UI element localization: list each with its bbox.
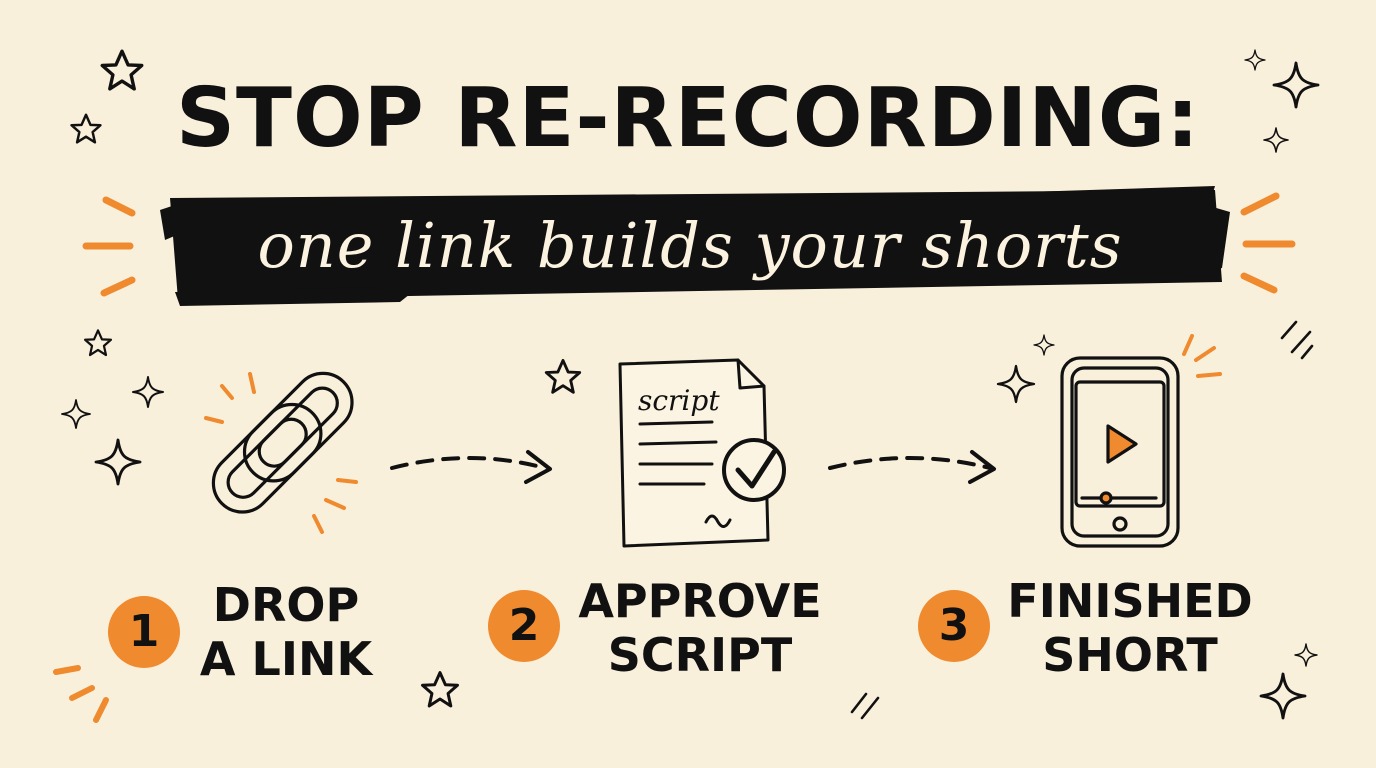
document-script-word: script xyxy=(638,384,720,417)
sparkle-icon xyxy=(1294,643,1318,667)
script-document-icon: script xyxy=(618,358,786,548)
sparkle-icon xyxy=(1033,334,1055,356)
page-title: STOP RE-RECORDING: xyxy=(175,71,1201,166)
phone-video-icon xyxy=(1060,334,1222,548)
sparkle-icon xyxy=(1259,672,1307,720)
star-icon xyxy=(544,358,582,394)
step-number-badge-3: 3 xyxy=(918,590,990,662)
step-number-badge-1: 1 xyxy=(108,596,180,668)
arrow-right-icon xyxy=(390,450,552,484)
step-label-line: SCRIPT xyxy=(607,628,793,682)
brush-stroke-banner xyxy=(160,186,1230,306)
step-label-line: A LINK xyxy=(199,632,373,686)
chain-link-icon xyxy=(204,371,358,534)
step-label-line: SHORT xyxy=(1042,628,1218,682)
step-label-approve-script: APPROVE SCRIPT xyxy=(566,574,834,682)
sparkle-icon xyxy=(996,364,1036,404)
step-label-line: APPROVE xyxy=(578,574,822,628)
accent-dashes-left xyxy=(82,196,136,297)
step-label-line: FINISHED xyxy=(1007,574,1253,628)
star-icon xyxy=(83,329,113,357)
step-label-line: DROP xyxy=(212,578,360,632)
step-number-badge-2: 2 xyxy=(488,590,560,662)
sparkle-icon xyxy=(61,399,91,429)
step-label-finished-short: FINISHED SHORT xyxy=(996,574,1264,682)
sparkle-icon xyxy=(94,438,142,486)
star-icon xyxy=(421,671,459,708)
step-label-drop-a-link: DROP A LINK xyxy=(186,578,386,686)
sparkle-icon xyxy=(132,376,164,408)
sparkle-icon xyxy=(1244,49,1266,71)
arrow-right-icon xyxy=(828,450,996,484)
accent-dashes-right xyxy=(1240,192,1296,294)
motion-ticks xyxy=(850,320,1314,720)
page-subtitle: one link builds your shorts xyxy=(257,209,1123,282)
accent-ticks xyxy=(53,665,109,723)
